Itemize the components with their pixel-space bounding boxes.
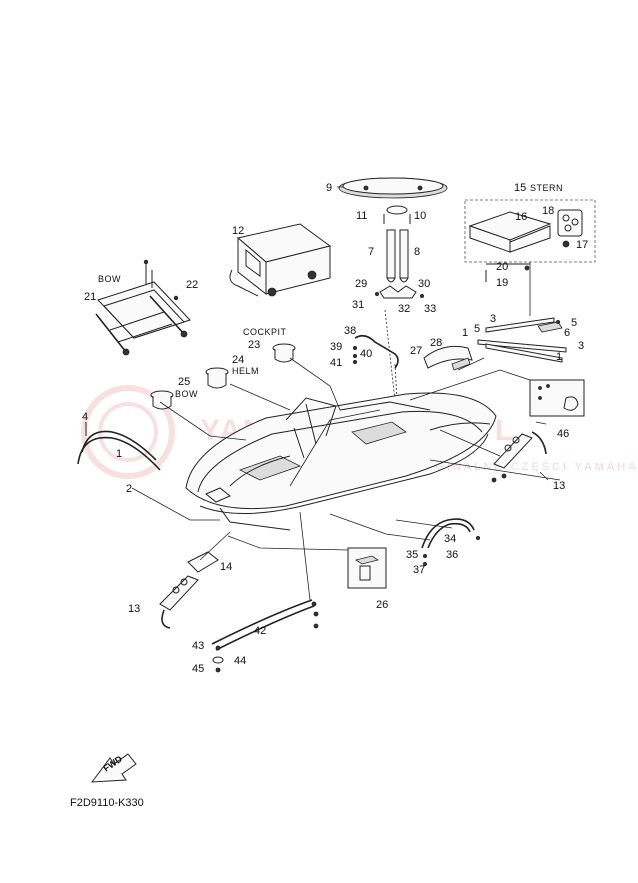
callout-37: 37 [413, 564, 425, 576]
label-helm: HELM [232, 366, 259, 376]
callouts: 9 15 11 10 18 16 12 17 7 8 20 19 29 30 2… [82, 182, 588, 675]
table-assembly [337, 177, 448, 411]
bow-boarding-ladder [95, 259, 191, 356]
callout-28: 28 [430, 337, 442, 349]
callout-20: 20 [496, 261, 508, 273]
callout-40: 40 [360, 348, 372, 360]
handle-27-28 [423, 345, 473, 371]
callout-23: 23 [248, 339, 260, 351]
callout-34: 34 [444, 533, 456, 545]
callout-11: 11 [356, 210, 367, 222]
rear-grab-handle [421, 518, 480, 567]
callout-3a: 3 [490, 313, 496, 325]
callout-18: 18 [542, 205, 554, 217]
callout-15: 15 [514, 182, 526, 194]
bow-hardware [159, 551, 219, 629]
callout-44: 44 [234, 655, 246, 667]
callout-3b: 3 [578, 340, 584, 352]
callout-17: 17 [576, 239, 588, 251]
callout-33: 33 [424, 303, 436, 315]
callout-13a: 13 [553, 480, 565, 492]
fwd-arrow: FWD [90, 753, 137, 783]
callout-1b: 1 [556, 351, 562, 363]
callout-7: 7 [368, 246, 374, 258]
callout-29: 29 [355, 278, 367, 290]
side-grab-rail [211, 599, 319, 673]
callout-38: 38 [344, 325, 356, 337]
label-cockpit: COCKPIT [243, 327, 287, 337]
bow-rub-rail [77, 422, 161, 471]
callout-5a: 5 [571, 317, 577, 329]
callout-27: 27 [410, 345, 422, 357]
callout-2: 2 [126, 483, 132, 495]
callout-26: 26 [376, 599, 388, 611]
callout-41: 41 [330, 357, 342, 369]
diagram-code: F2D9110-K330 [70, 797, 144, 809]
callout-31: 31 [352, 299, 364, 311]
cup-holders [150, 343, 296, 410]
label-stern: STERN [530, 183, 563, 193]
callout-13b: 13 [128, 603, 140, 615]
callout-46: 46 [557, 428, 569, 440]
callout-35: 35 [406, 549, 418, 561]
callout-4: 4 [82, 411, 88, 423]
callout-12: 12 [232, 225, 244, 237]
callout-25: 25 [178, 376, 190, 388]
cleat-box [347, 547, 387, 589]
callout-30: 30 [418, 278, 430, 290]
callout-19: 19 [496, 277, 508, 289]
callout-39: 39 [330, 341, 342, 353]
grab-handle-front [352, 334, 399, 421]
callout-10: 10 [414, 210, 426, 222]
callout-14: 14 [220, 561, 232, 573]
callout-36: 36 [446, 549, 458, 561]
callout-5b: 5 [474, 323, 480, 335]
section-labels: STERN BOW COCKPIT HELM BOW [98, 183, 563, 399]
callout-22: 22 [186, 279, 198, 291]
callout-9: 9 [326, 182, 332, 194]
stern-box [464, 199, 596, 316]
swim-platform-rails [477, 317, 567, 363]
callout-42: 42 [254, 625, 266, 637]
callout-8: 8 [414, 246, 420, 258]
stern-hardware-box [491, 379, 585, 483]
callout-1c: 1 [116, 448, 122, 460]
callout-1a: 1 [462, 327, 468, 339]
callout-45: 45 [192, 663, 204, 675]
callout-24: 24 [232, 354, 244, 366]
callout-16: 16 [515, 211, 527, 223]
callout-32: 32 [398, 303, 410, 315]
leader-lines [131, 357, 561, 601]
cooler [229, 223, 332, 297]
label-bow-upper: BOW [98, 274, 121, 284]
callout-6: 6 [564, 327, 570, 339]
callout-43: 43 [192, 640, 204, 652]
boat-hull [185, 392, 497, 531]
label-bow-lower: BOW [175, 389, 198, 399]
callout-21: 21 [84, 291, 96, 303]
